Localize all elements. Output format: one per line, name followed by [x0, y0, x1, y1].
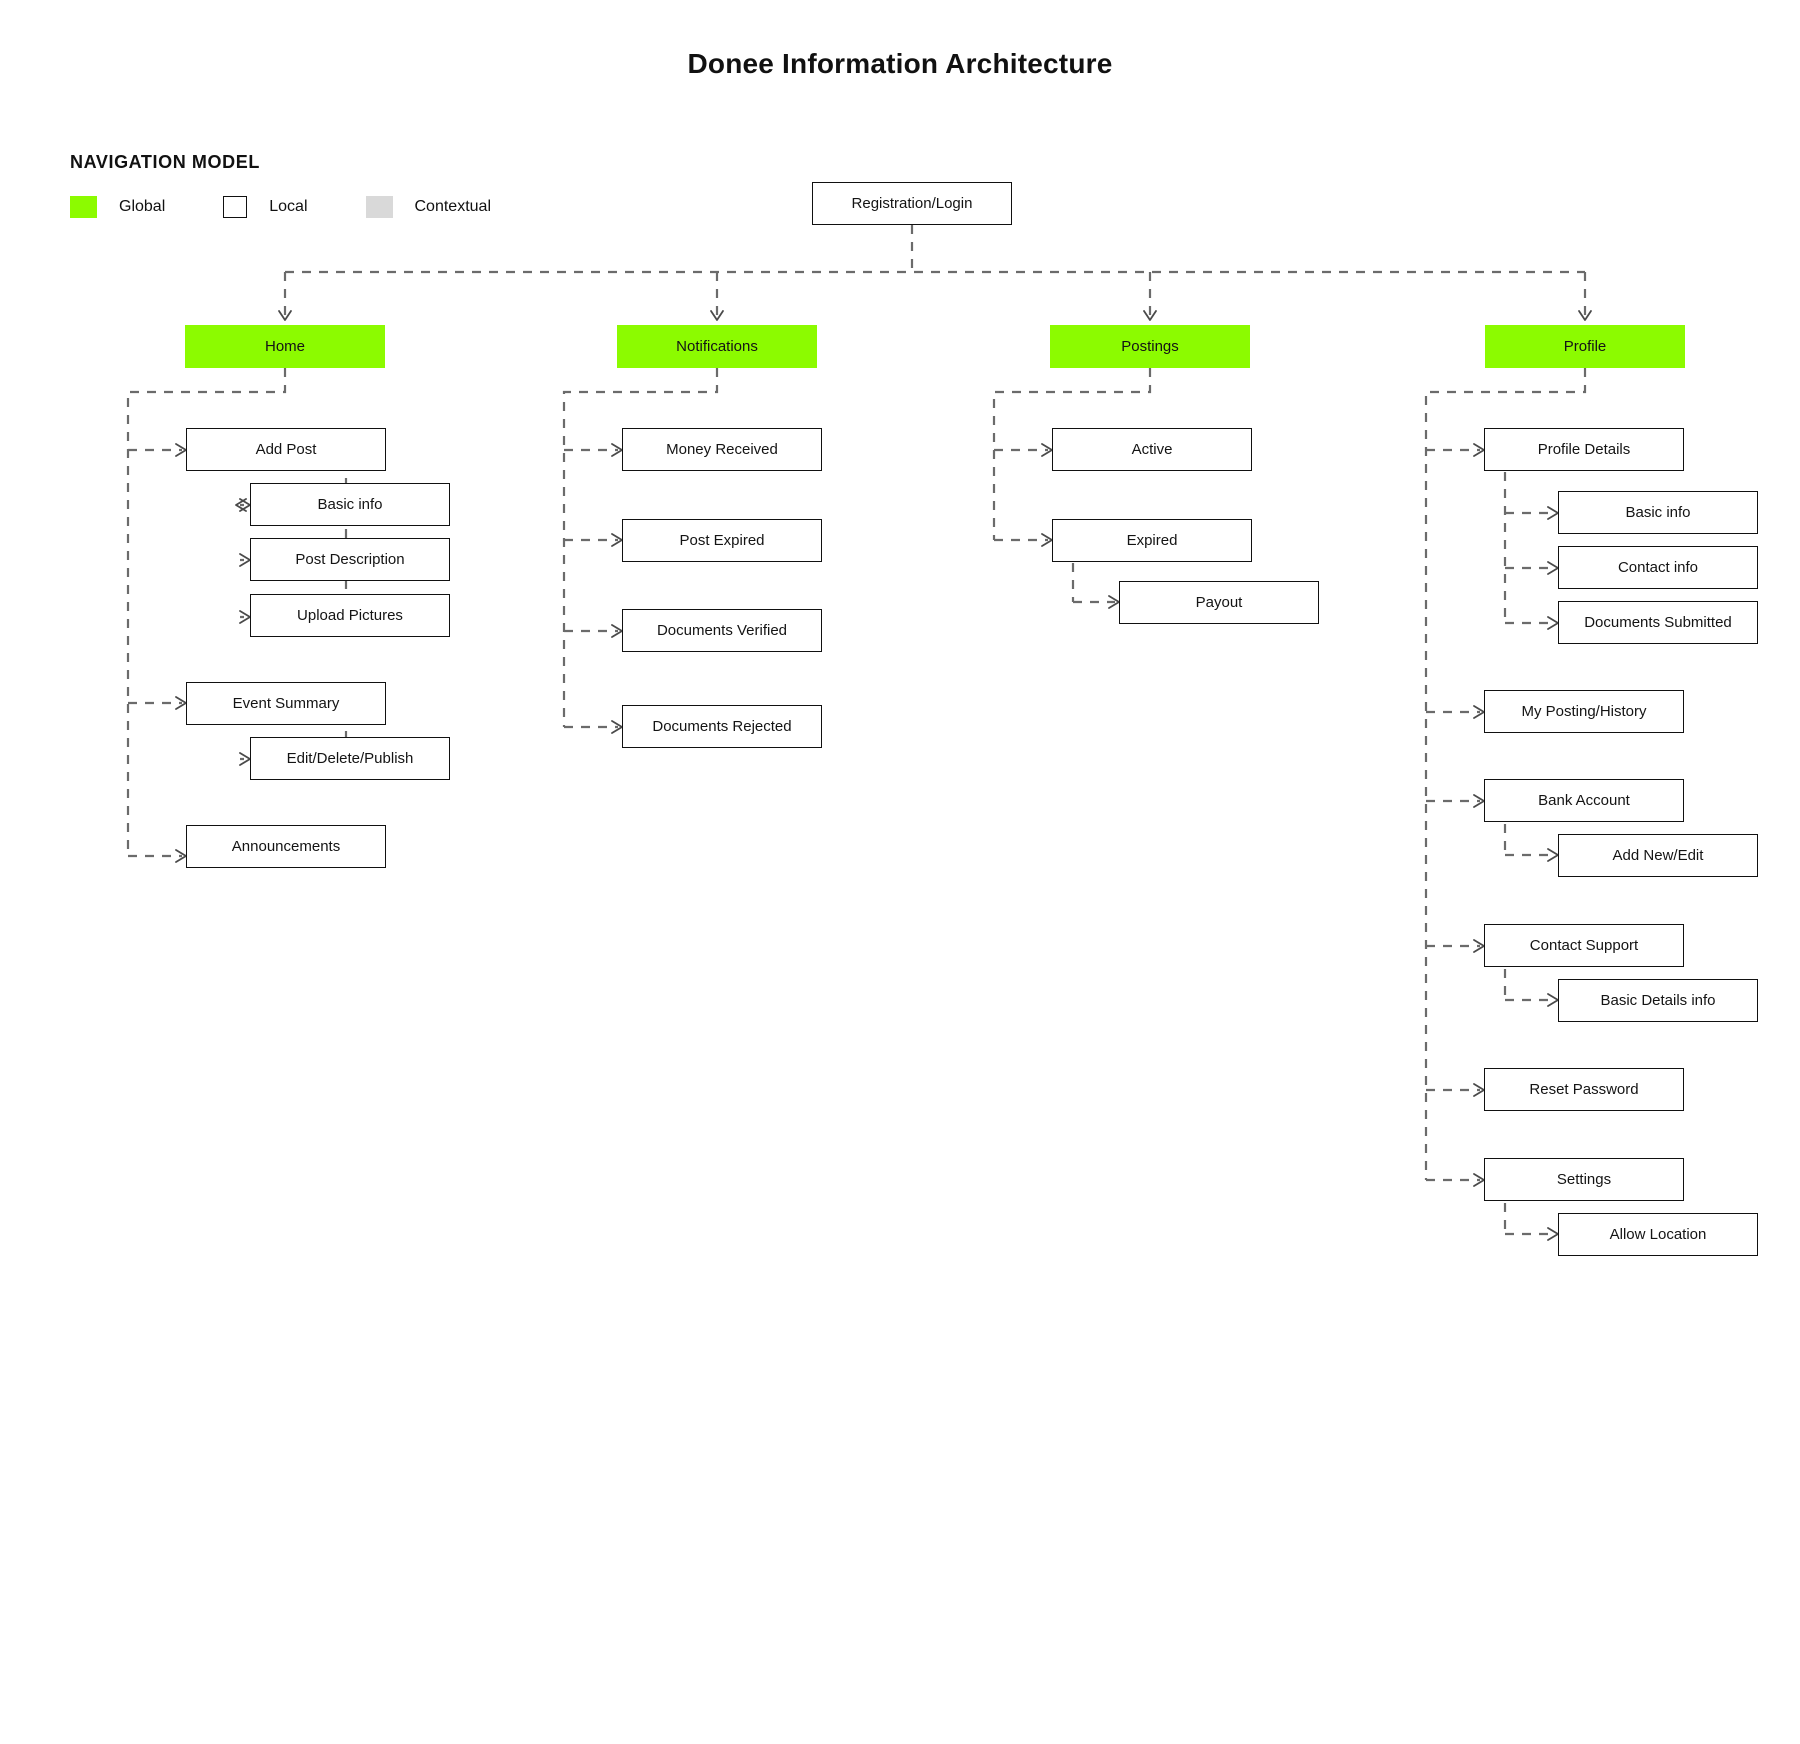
node-add-post[interactable]: Add Post	[186, 428, 386, 471]
node-profile[interactable]: Profile	[1485, 325, 1685, 368]
node-basic-info-profile[interactable]: Basic info	[1558, 491, 1758, 534]
node-payout[interactable]: Payout	[1119, 581, 1319, 624]
node-post-expired[interactable]: Post Expired	[622, 519, 822, 562]
node-event-summary[interactable]: Event Summary	[186, 682, 386, 725]
node-my-posting-history[interactable]: My Posting/History	[1484, 690, 1684, 733]
node-active[interactable]: Active	[1052, 428, 1252, 471]
legend-swatch-contextual-icon	[365, 196, 393, 218]
node-upload-pictures[interactable]: Upload Pictures	[250, 594, 450, 637]
node-reset-password[interactable]: Reset Password	[1484, 1068, 1684, 1111]
node-expired[interactable]: Expired	[1052, 519, 1252, 562]
node-bank-account[interactable]: Bank Account	[1484, 779, 1684, 822]
legend-heading: NAVIGATION MODEL	[70, 152, 260, 172]
node-home[interactable]: Home	[185, 325, 385, 368]
node-contact-support[interactable]: Contact Support	[1484, 924, 1684, 967]
legend-item-contextual: Contextual	[365, 196, 492, 218]
legend: Global Local Contextual	[70, 196, 491, 218]
node-registration-login[interactable]: Registration/Login	[812, 182, 1012, 225]
node-basic-details-info[interactable]: Basic Details info	[1558, 979, 1758, 1022]
legend-swatch-global-icon	[70, 196, 97, 218]
node-post-description[interactable]: Post Description	[250, 538, 450, 581]
legend-label-global: Global	[119, 198, 166, 215]
node-documents-rejected[interactable]: Documents Rejected	[622, 705, 822, 748]
node-profile-details[interactable]: Profile Details	[1484, 428, 1684, 471]
node-announcements[interactable]: Announcements	[186, 825, 386, 868]
legend-label-local: Local	[269, 198, 308, 215]
node-add-new-edit[interactable]: Add New/Edit	[1558, 834, 1758, 877]
node-postings[interactable]: Postings	[1050, 325, 1250, 368]
legend-swatch-local-icon	[223, 196, 248, 218]
node-documents-verified[interactable]: Documents Verified	[622, 609, 822, 652]
legend-item-local: Local	[223, 196, 308, 218]
legend-label-contextual: Contextual	[414, 198, 492, 215]
legend-item-global: Global	[70, 196, 165, 218]
page-title: Donee Information Architecture	[687, 48, 1113, 79]
node-settings[interactable]: Settings	[1484, 1158, 1684, 1201]
node-documents-submitted[interactable]: Documents Submitted	[1558, 601, 1758, 644]
node-edit-delete-publish[interactable]: Edit/Delete/Publish	[250, 737, 450, 780]
node-notifications[interactable]: Notifications	[617, 325, 817, 368]
node-money-received[interactable]: Money Received	[622, 428, 822, 471]
node-basic-info-add-post[interactable]: Basic info	[250, 483, 450, 526]
node-contact-info[interactable]: Contact info	[1558, 546, 1758, 589]
node-allow-location[interactable]: Allow Location	[1558, 1213, 1758, 1256]
